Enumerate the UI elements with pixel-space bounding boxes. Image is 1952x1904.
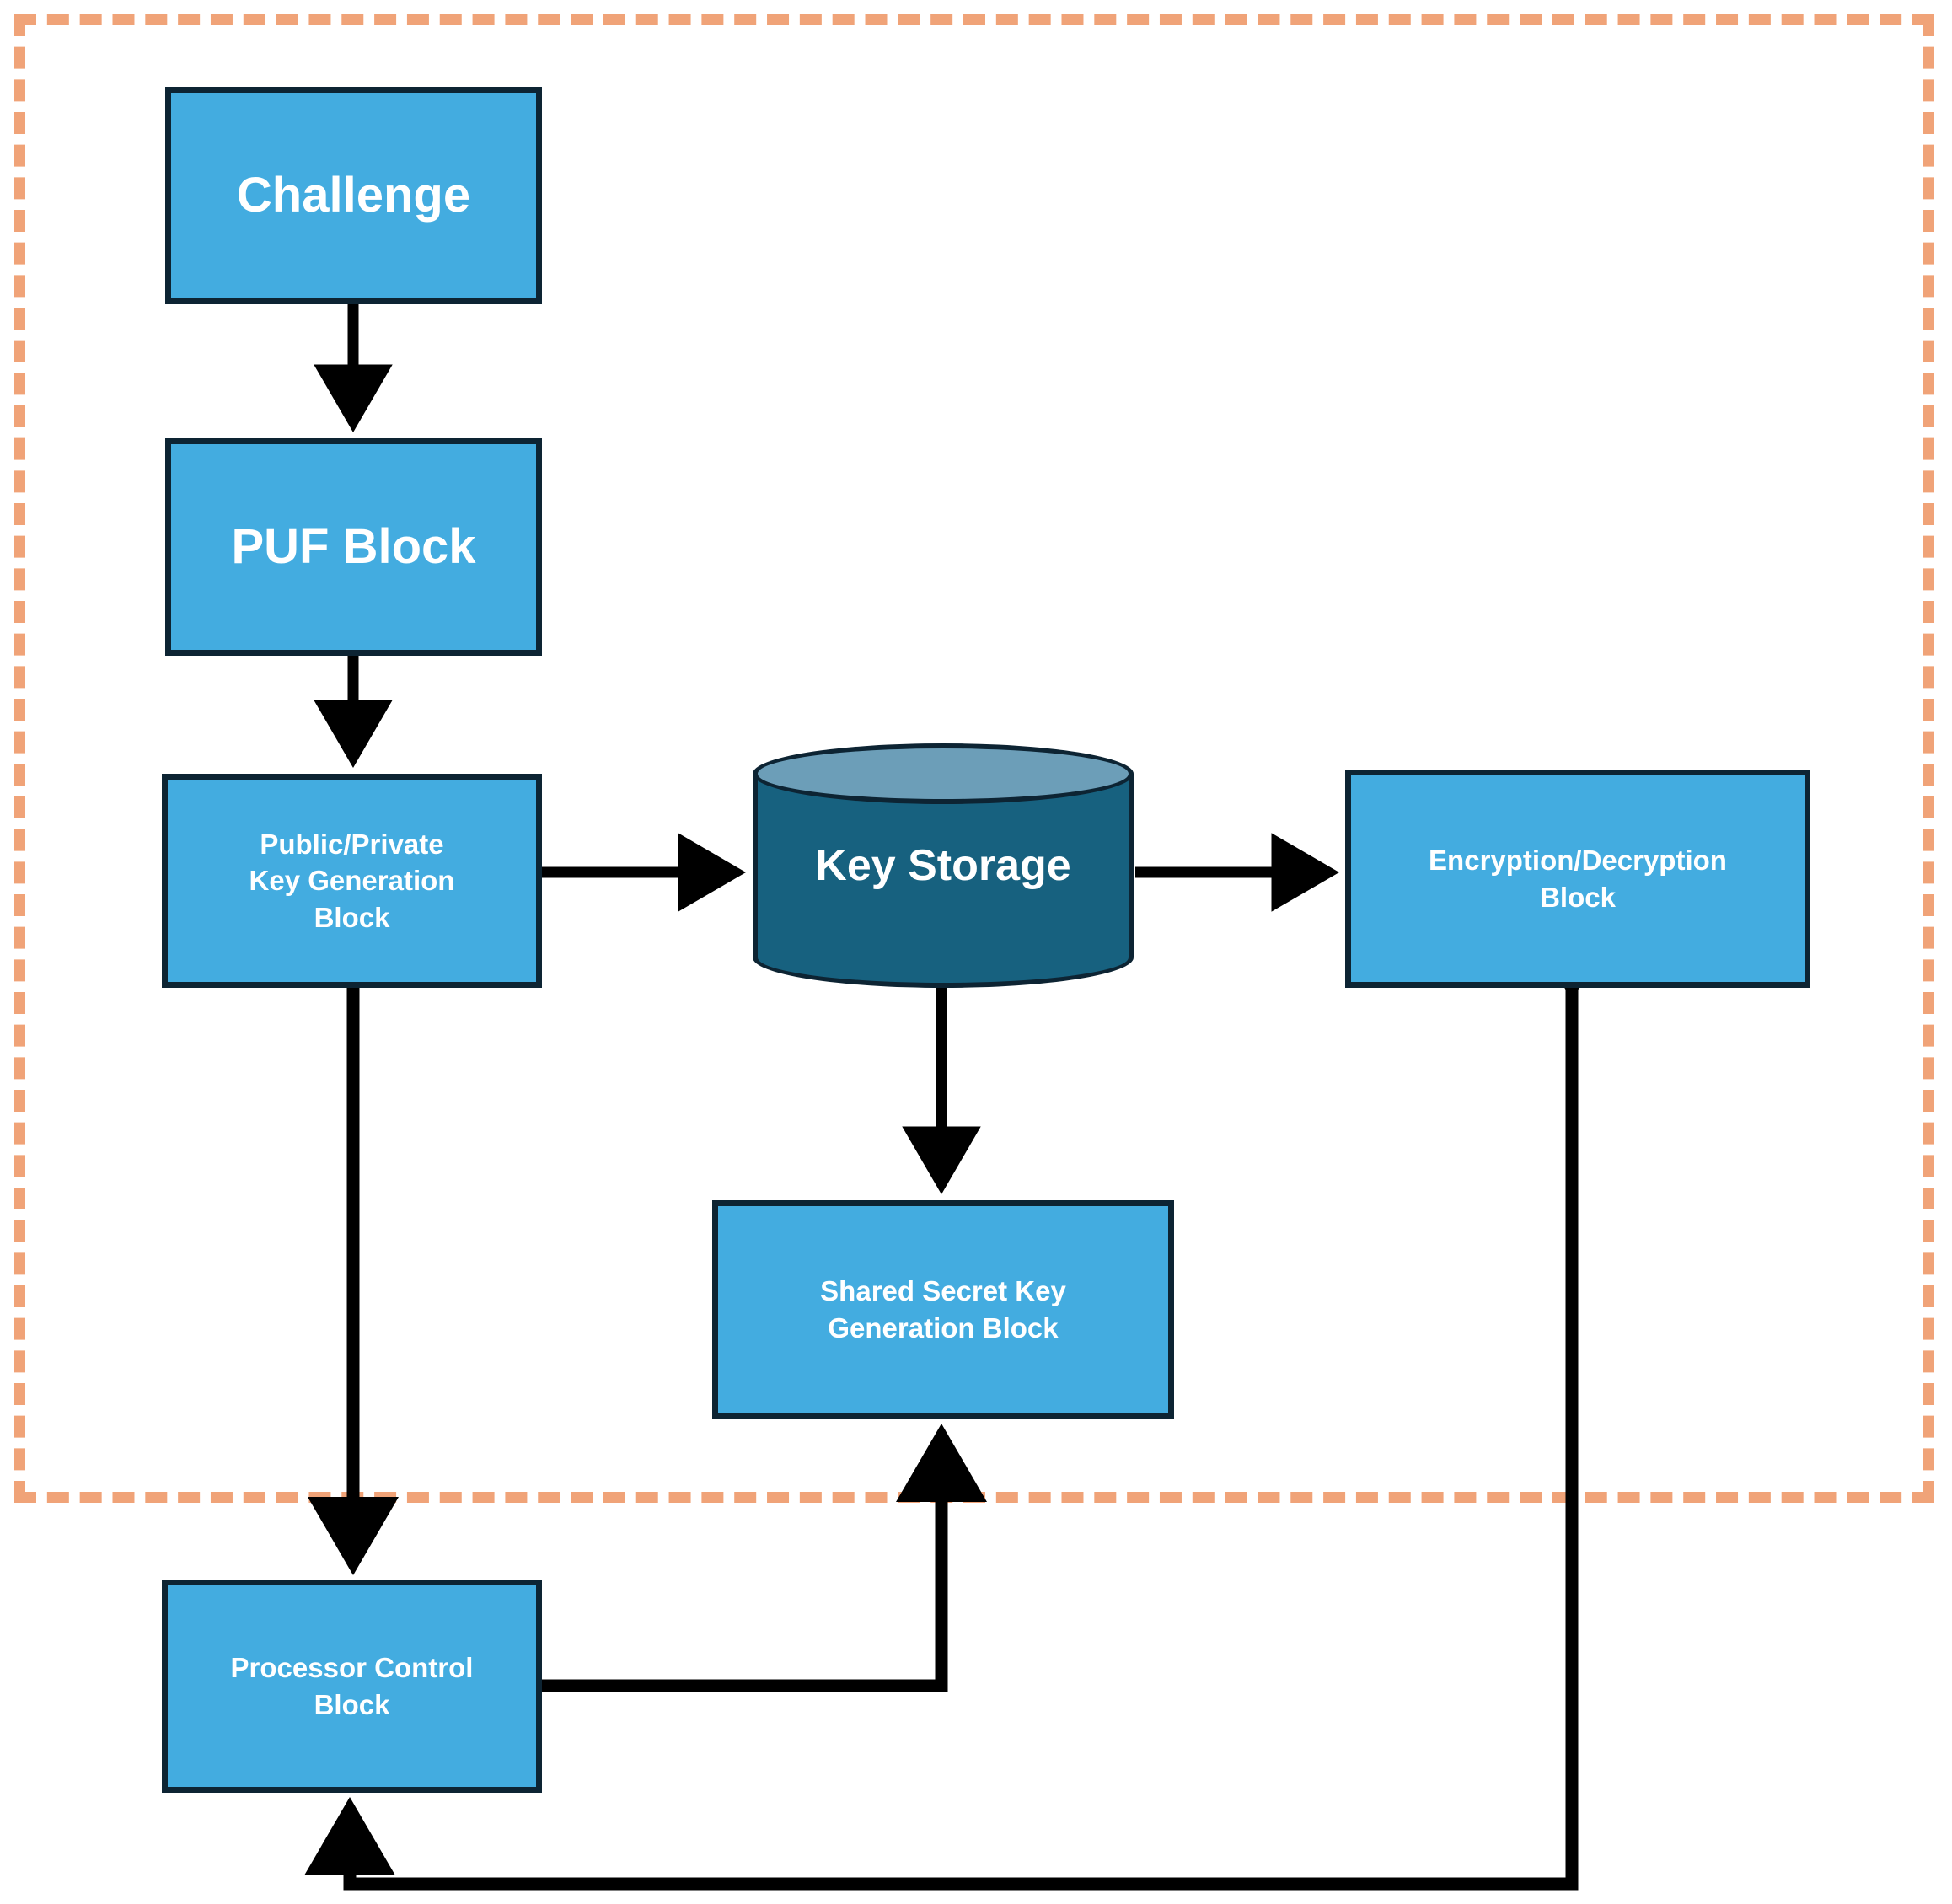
node-puf-block-label: PUF Block (231, 518, 476, 574)
node-public-private-key-generation-block[interactable]: Public/Private Key Generation Block (162, 774, 542, 988)
node-keygen-label-line1: Public/Private (260, 828, 444, 860)
node-keygen-label: Public/Private Key Generation Block (176, 826, 528, 936)
node-challenge[interactable]: Challenge (165, 87, 542, 304)
cylinder-top-ellipse (753, 743, 1134, 804)
node-encdec-label-line1: Encryption/Decryption (1429, 844, 1727, 876)
node-processor-control-block[interactable]: Processor Control Block (162, 1580, 542, 1793)
node-sharedkey-label: Shared Secret Key Generation Block (727, 1273, 1160, 1346)
cylinder-body (753, 774, 1134, 957)
node-key-storage-cylinder[interactable]: Key Storage (753, 743, 1134, 988)
node-puf-block[interactable]: PUF Block (165, 438, 542, 656)
node-keygen-label-line3: Block (314, 901, 390, 933)
node-shared-secret-key-generation-block[interactable]: Shared Secret Key Generation Block (712, 1200, 1174, 1419)
node-sharedkey-label-line1: Shared Secret Key (820, 1275, 1066, 1307)
node-encdec-label: Encryption/Decryption Block (1359, 842, 1796, 915)
node-processor-label-line2: Block (314, 1688, 390, 1720)
node-challenge-label: Challenge (236, 167, 471, 223)
node-processor-label-line1: Processor Control (230, 1651, 474, 1683)
node-keygen-label-line2: Key Generation (249, 865, 455, 897)
node-processor-label: Processor Control Block (176, 1649, 528, 1723)
node-sharedkey-label-line2: Generation Block (828, 1312, 1059, 1344)
node-encdec-label-line2: Block (1540, 881, 1616, 913)
node-key-storage-label: Key Storage (815, 841, 1071, 890)
node-encryption-decryption-block[interactable]: Encryption/Decryption Block (1345, 770, 1810, 988)
